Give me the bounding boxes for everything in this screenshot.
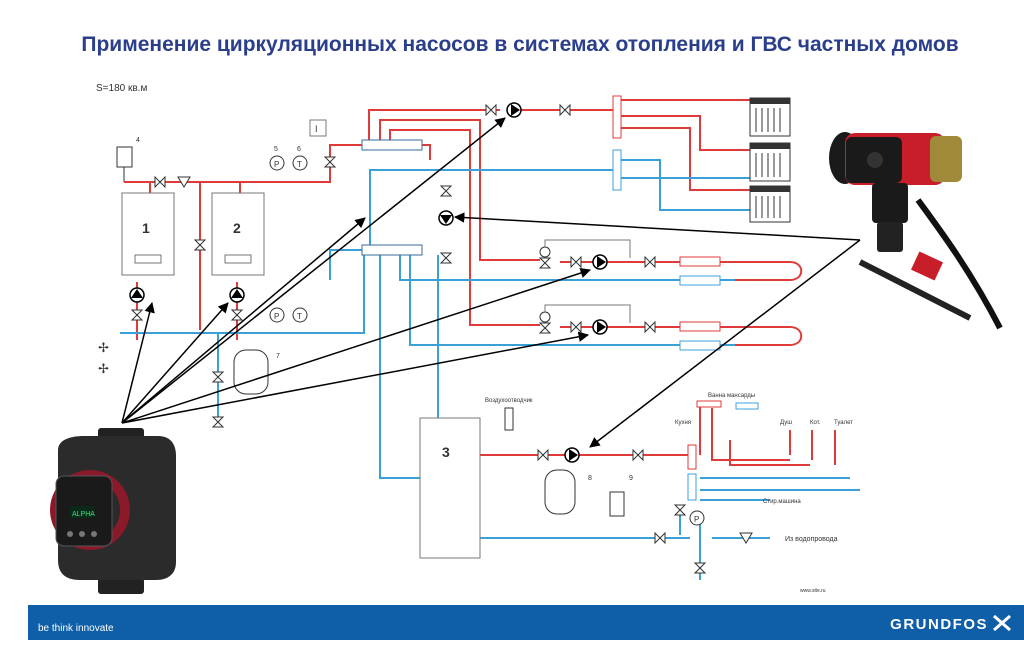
cold-distribution-manifold [612,149,622,191]
filter-2-icon [739,532,753,544]
pressure-gauge-2-icon [269,307,285,323]
label-9: 9 [629,475,633,482]
radiator-icon [749,97,791,137]
footer-bar: be think innovate GRUNDFOS [28,605,1024,640]
water-supply-label: Из водопровода [785,536,838,543]
svg-text:P: P [694,515,699,524]
grundfos-x-icon [993,614,1011,632]
washer-label: Стир.машина [763,499,801,505]
radiator-icon [749,185,791,223]
tagline: be think innovate [38,623,114,634]
svg-text:I: I [315,124,318,134]
label-2: 2 [233,220,241,236]
controller-box [309,119,327,137]
pump-icon [592,319,608,335]
tank-9 [609,491,625,517]
pump-icon [229,287,245,303]
svg-text:T: T [297,312,302,321]
label-8: 8 [588,475,592,482]
hot-manifold [361,139,423,151]
toilet-label: Туалет [834,420,853,426]
cold-pipes [120,159,860,580]
expansion-tank-7 [233,349,269,395]
cold-manifold [361,244,423,256]
dhw-cold-manifold [687,473,697,501]
watermark: www.site.ru [800,588,826,594]
svg-text:P: P [274,160,279,169]
svg-text:T: T [297,160,302,169]
boiler-2 [211,192,265,276]
pressure-gauge-3-icon [689,510,705,526]
pump-icon [506,102,522,118]
water-heater-3 [419,417,481,559]
fan-2-icon: ✢ [98,361,109,376]
ups-pump-image [829,132,1003,330]
alpha-pump-image: ALPHA [50,428,176,594]
radiator-icon [749,142,791,182]
pointer-arrows [121,117,861,448]
fan-icon: ✢ [98,340,109,355]
hot-pipes [124,99,836,466]
pressure-gauge-icon [269,155,285,171]
label-1: 1 [142,220,150,236]
pump-icon [564,447,580,463]
pump-icon [129,287,145,303]
filter-icon [177,176,191,188]
shower-label: Душ [780,420,792,426]
expansion-tank-8 [544,469,576,515]
pump-icon [592,254,608,270]
hot-distribution-manifold [612,95,622,139]
brand-logo: GRUNDFOS [890,616,988,633]
pump-icon [438,210,454,226]
bath-attic-label: Ванна мансарды [708,393,755,399]
label-5: 5 [274,146,278,153]
kitchen-label: Кухня [675,420,691,426]
label-3: 3 [442,444,450,460]
label-4: 4 [136,137,140,144]
label-7: 7 [276,353,280,360]
dhw-hot-manifold [687,444,697,470]
area-label: S=180 кв.м [96,83,147,94]
boiler-label: Кот. [810,420,821,426]
label-6: 6 [297,146,301,153]
valve-icons [130,103,707,574]
expansion-tank-4 [116,146,133,168]
svg-text:P: P [274,312,279,321]
heating-scheme-diagram: S=180 кв.м 4 [50,83,1003,594]
thermometer-2-icon [292,307,308,323]
thermometer-icon [292,155,308,171]
air-vent-icon [504,407,514,431]
pump-display: ALPHA [72,511,95,518]
slide-title: Применение циркуляционных насосов в сист… [81,33,959,56]
air-vent-label: Воздухоотводчик [485,398,533,404]
